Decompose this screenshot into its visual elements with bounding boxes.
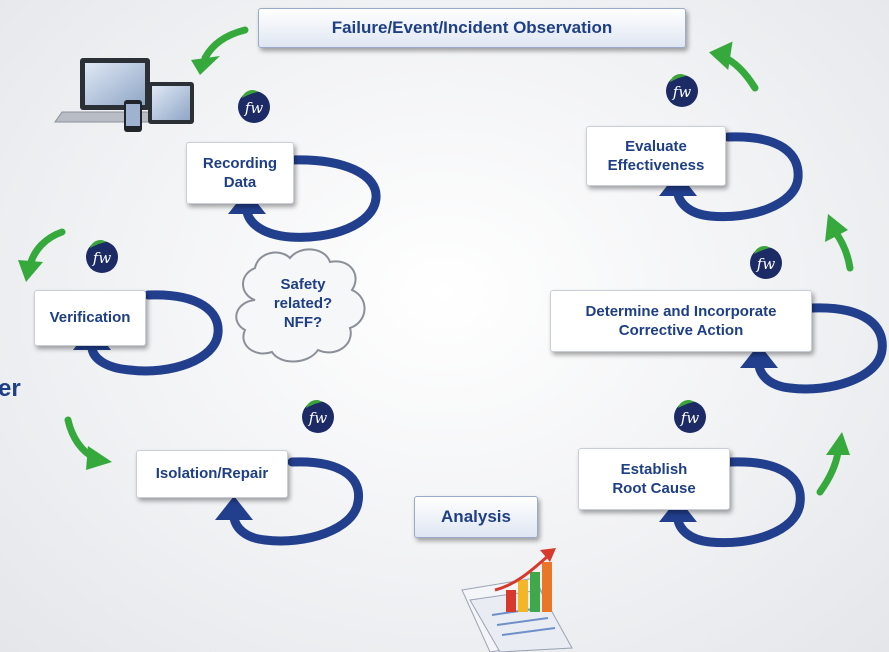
loop-arrow-isolation bbox=[215, 457, 364, 546]
step-evaluate-effectiveness: Evaluate Effectiveness bbox=[586, 126, 726, 186]
green-arrow-to-header bbox=[708, 41, 759, 92]
step-isolation-repair: Isolation/Repair bbox=[136, 450, 288, 498]
svg-text:fw: fw bbox=[680, 409, 700, 427]
fw-logo-icon: fw bbox=[238, 90, 270, 123]
left-edge-fragment: er bbox=[0, 375, 21, 402]
fw-logo-icon: fw bbox=[666, 74, 698, 107]
svg-text:fw: fw bbox=[756, 255, 776, 273]
step-corrective-action: Determine and Incorporate Corrective Act… bbox=[550, 290, 812, 352]
svg-text:fw: fw bbox=[244, 99, 264, 117]
fw-logo-icon: fw bbox=[302, 400, 334, 433]
step-recording-data: Recording Data bbox=[186, 142, 294, 204]
cloud-text: Safety related? NFF? bbox=[273, 276, 333, 331]
step-root-cause: Establish Root Cause bbox=[578, 448, 730, 510]
analysis-label: Analysis bbox=[414, 496, 538, 538]
green-arrow-to-corrective bbox=[825, 214, 854, 272]
step-verification: Verification bbox=[34, 290, 146, 346]
green-arrow-to-root-cause bbox=[816, 432, 850, 496]
svg-text:fw: fw bbox=[308, 409, 328, 427]
loop-arrow-corrective bbox=[740, 303, 887, 394]
loop-arrow-root-cause bbox=[659, 457, 805, 548]
green-arrow-to-isolation bbox=[64, 416, 112, 470]
fw-logo-icon: fw bbox=[86, 240, 118, 273]
safety-cloud bbox=[235, 248, 366, 363]
green-arrow-header-to-devices bbox=[191, 26, 249, 75]
svg-text:fw: fw bbox=[672, 83, 692, 101]
devices-icon bbox=[54, 58, 194, 132]
green-arrow-to-verification bbox=[18, 228, 66, 282]
fw-logo-icon: fw bbox=[674, 400, 706, 433]
svg-text:fw: fw bbox=[92, 249, 112, 267]
header-observation: Failure/Event/Incident Observation bbox=[258, 8, 686, 48]
analysis-report-icon bbox=[461, 548, 573, 652]
fw-logo-icon: fw bbox=[750, 246, 782, 279]
